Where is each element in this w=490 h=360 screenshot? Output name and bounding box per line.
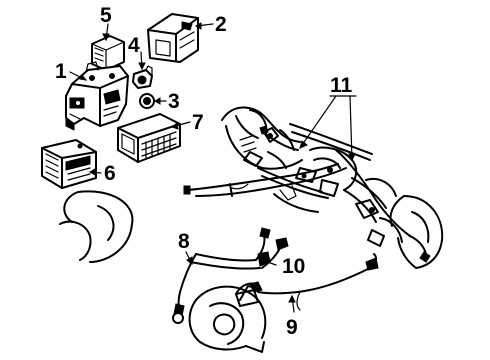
leader-lines — [69, 22, 357, 313]
callout-7: 7 — [192, 111, 204, 134]
callout-11: 11 — [330, 74, 353, 97]
part-11-wiring-harness — [183, 125, 431, 263]
part-9-sensor-harness — [257, 253, 379, 311]
leader-11a — [299, 95, 337, 149]
leader-11b — [349, 95, 353, 161]
part-10-connector — [255, 227, 289, 269]
callout-5: 5 — [100, 4, 112, 27]
callout-2: 2 — [215, 13, 227, 36]
part-6-control-module — [41, 139, 97, 189]
part-1-hydraulic-modulator — [65, 61, 129, 131]
callout-1: 1 — [55, 60, 67, 83]
callout-9: 9 — [286, 316, 298, 339]
callout-10: 10 — [282, 255, 305, 278]
front-brake-assembly — [188, 281, 267, 353]
rear-axle-assembly — [221, 106, 444, 269]
callout-3: 3 — [168, 90, 180, 113]
part-3-grommet — [139, 93, 155, 109]
callout-8: 8 — [178, 230, 190, 253]
part-2-bracket-cover — [147, 13, 199, 63]
left-brake-rotor — [59, 190, 134, 263]
part-8-sensor-harness — [172, 253, 261, 324]
callout-4: 4 — [128, 34, 140, 57]
callout-6: 6 — [104, 162, 116, 185]
part-5-relay — [91, 35, 125, 71]
part-4-sensor-plug — [132, 65, 153, 89]
callout-labels: 1 2 3 4 5 6 7 8 9 10 11 — [55, 4, 353, 339]
part-7-control-unit — [117, 113, 181, 163]
